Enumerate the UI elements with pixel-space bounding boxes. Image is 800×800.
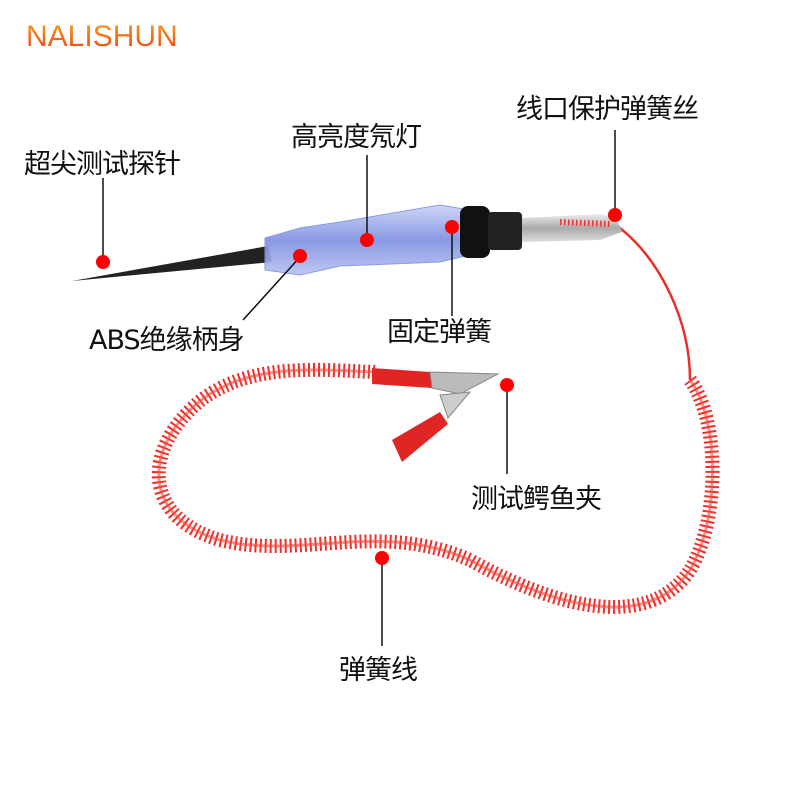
cable-sleeve <box>522 214 622 242</box>
label-probe-tip: 超尖测试探针 <box>24 149 181 180</box>
marker-dot <box>500 378 514 392</box>
marker-dot <box>375 551 389 565</box>
coil-cord <box>151 362 720 614</box>
marker-dot <box>445 220 459 234</box>
marker-dot <box>96 255 110 269</box>
brand-logo: NALISHUN <box>26 20 178 53</box>
marker-dot <box>293 249 307 263</box>
label-cable-spring: 线口保护弹簧丝 <box>516 94 699 125</box>
label-neon-lamp: 高亮度氖灯 <box>291 122 422 153</box>
label-fixed-spring: 固定弹簧 <box>387 317 492 348</box>
alligator-clip <box>372 368 500 462</box>
marker-dots <box>96 208 622 565</box>
marker-dot <box>608 208 622 222</box>
marker-dot <box>360 233 374 247</box>
label-alligator-clip: 测试鳄鱼夹 <box>471 484 602 515</box>
collar <box>460 206 490 258</box>
label-abs-handle: ABS绝缘柄身 <box>89 325 245 356</box>
leader-lines <box>102 130 616 646</box>
probe-needle <box>72 246 272 281</box>
wire <box>619 227 692 381</box>
label-coil-wire: 弹簧线 <box>339 655 418 686</box>
